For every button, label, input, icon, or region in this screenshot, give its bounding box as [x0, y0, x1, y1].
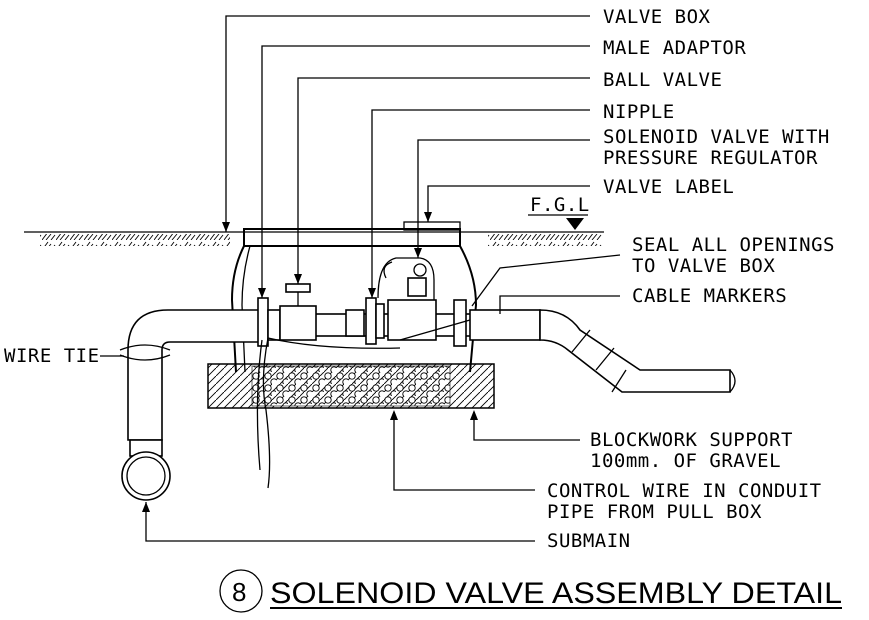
wire-tie-label: WIRE TIE	[4, 345, 100, 367]
seal-label-line1: SEAL ALL OPENINGS	[632, 234, 835, 256]
control-wire-label-line1: CONTROL WIRE IN CONDUIT	[547, 480, 822, 502]
valve-box-label: VALVE BOX	[603, 6, 711, 28]
arrow-heads	[142, 212, 478, 512]
detail-number: 8	[232, 577, 246, 607]
pipe-assembly	[257, 257, 473, 347]
cable-markers-label: CABLE MARKERS	[632, 285, 787, 307]
outlet-pipe	[469, 309, 736, 393]
valve-label-label: VALVE LABEL	[603, 176, 734, 198]
nipple-label: NIPPLE	[603, 101, 675, 123]
finished-ground-level	[24, 231, 604, 246]
ball-valve-label: BALL VALVE	[603, 69, 722, 91]
detail-title-block: 8 SOLENOID VALVE ASSEMBLY DETAIL	[219, 569, 842, 613]
fgl-marker: F.G.L	[528, 194, 590, 230]
blockwork-support	[207, 363, 495, 409]
control-wire	[256, 337, 401, 489]
solenoid-label-line1: SOLENOID VALVE WITH	[603, 126, 830, 148]
blockwork-label-line1: BLOCKWORK SUPPORT	[590, 429, 793, 451]
submain-label: SUBMAIN	[547, 530, 631, 552]
control-wire-label-line2: PIPE FROM PULL BOX	[547, 501, 762, 523]
solenoid-label-line2: PRESSURE REGULATOR	[603, 147, 818, 169]
blockwork-label-line2: 100mm. OF GRAVEL	[590, 450, 781, 472]
detail-title: SOLENOID VALVE ASSEMBLY DETAIL	[270, 577, 842, 610]
seal-label-line2: TO VALVE BOX	[632, 255, 775, 277]
valve-box	[230, 221, 478, 373]
fgl-text: F.G.L	[530, 194, 590, 216]
male-adaptor-label: MALE ADAPTOR	[603, 37, 746, 59]
leader-lines	[100, 15, 621, 542]
submain-riser	[119, 309, 262, 501]
